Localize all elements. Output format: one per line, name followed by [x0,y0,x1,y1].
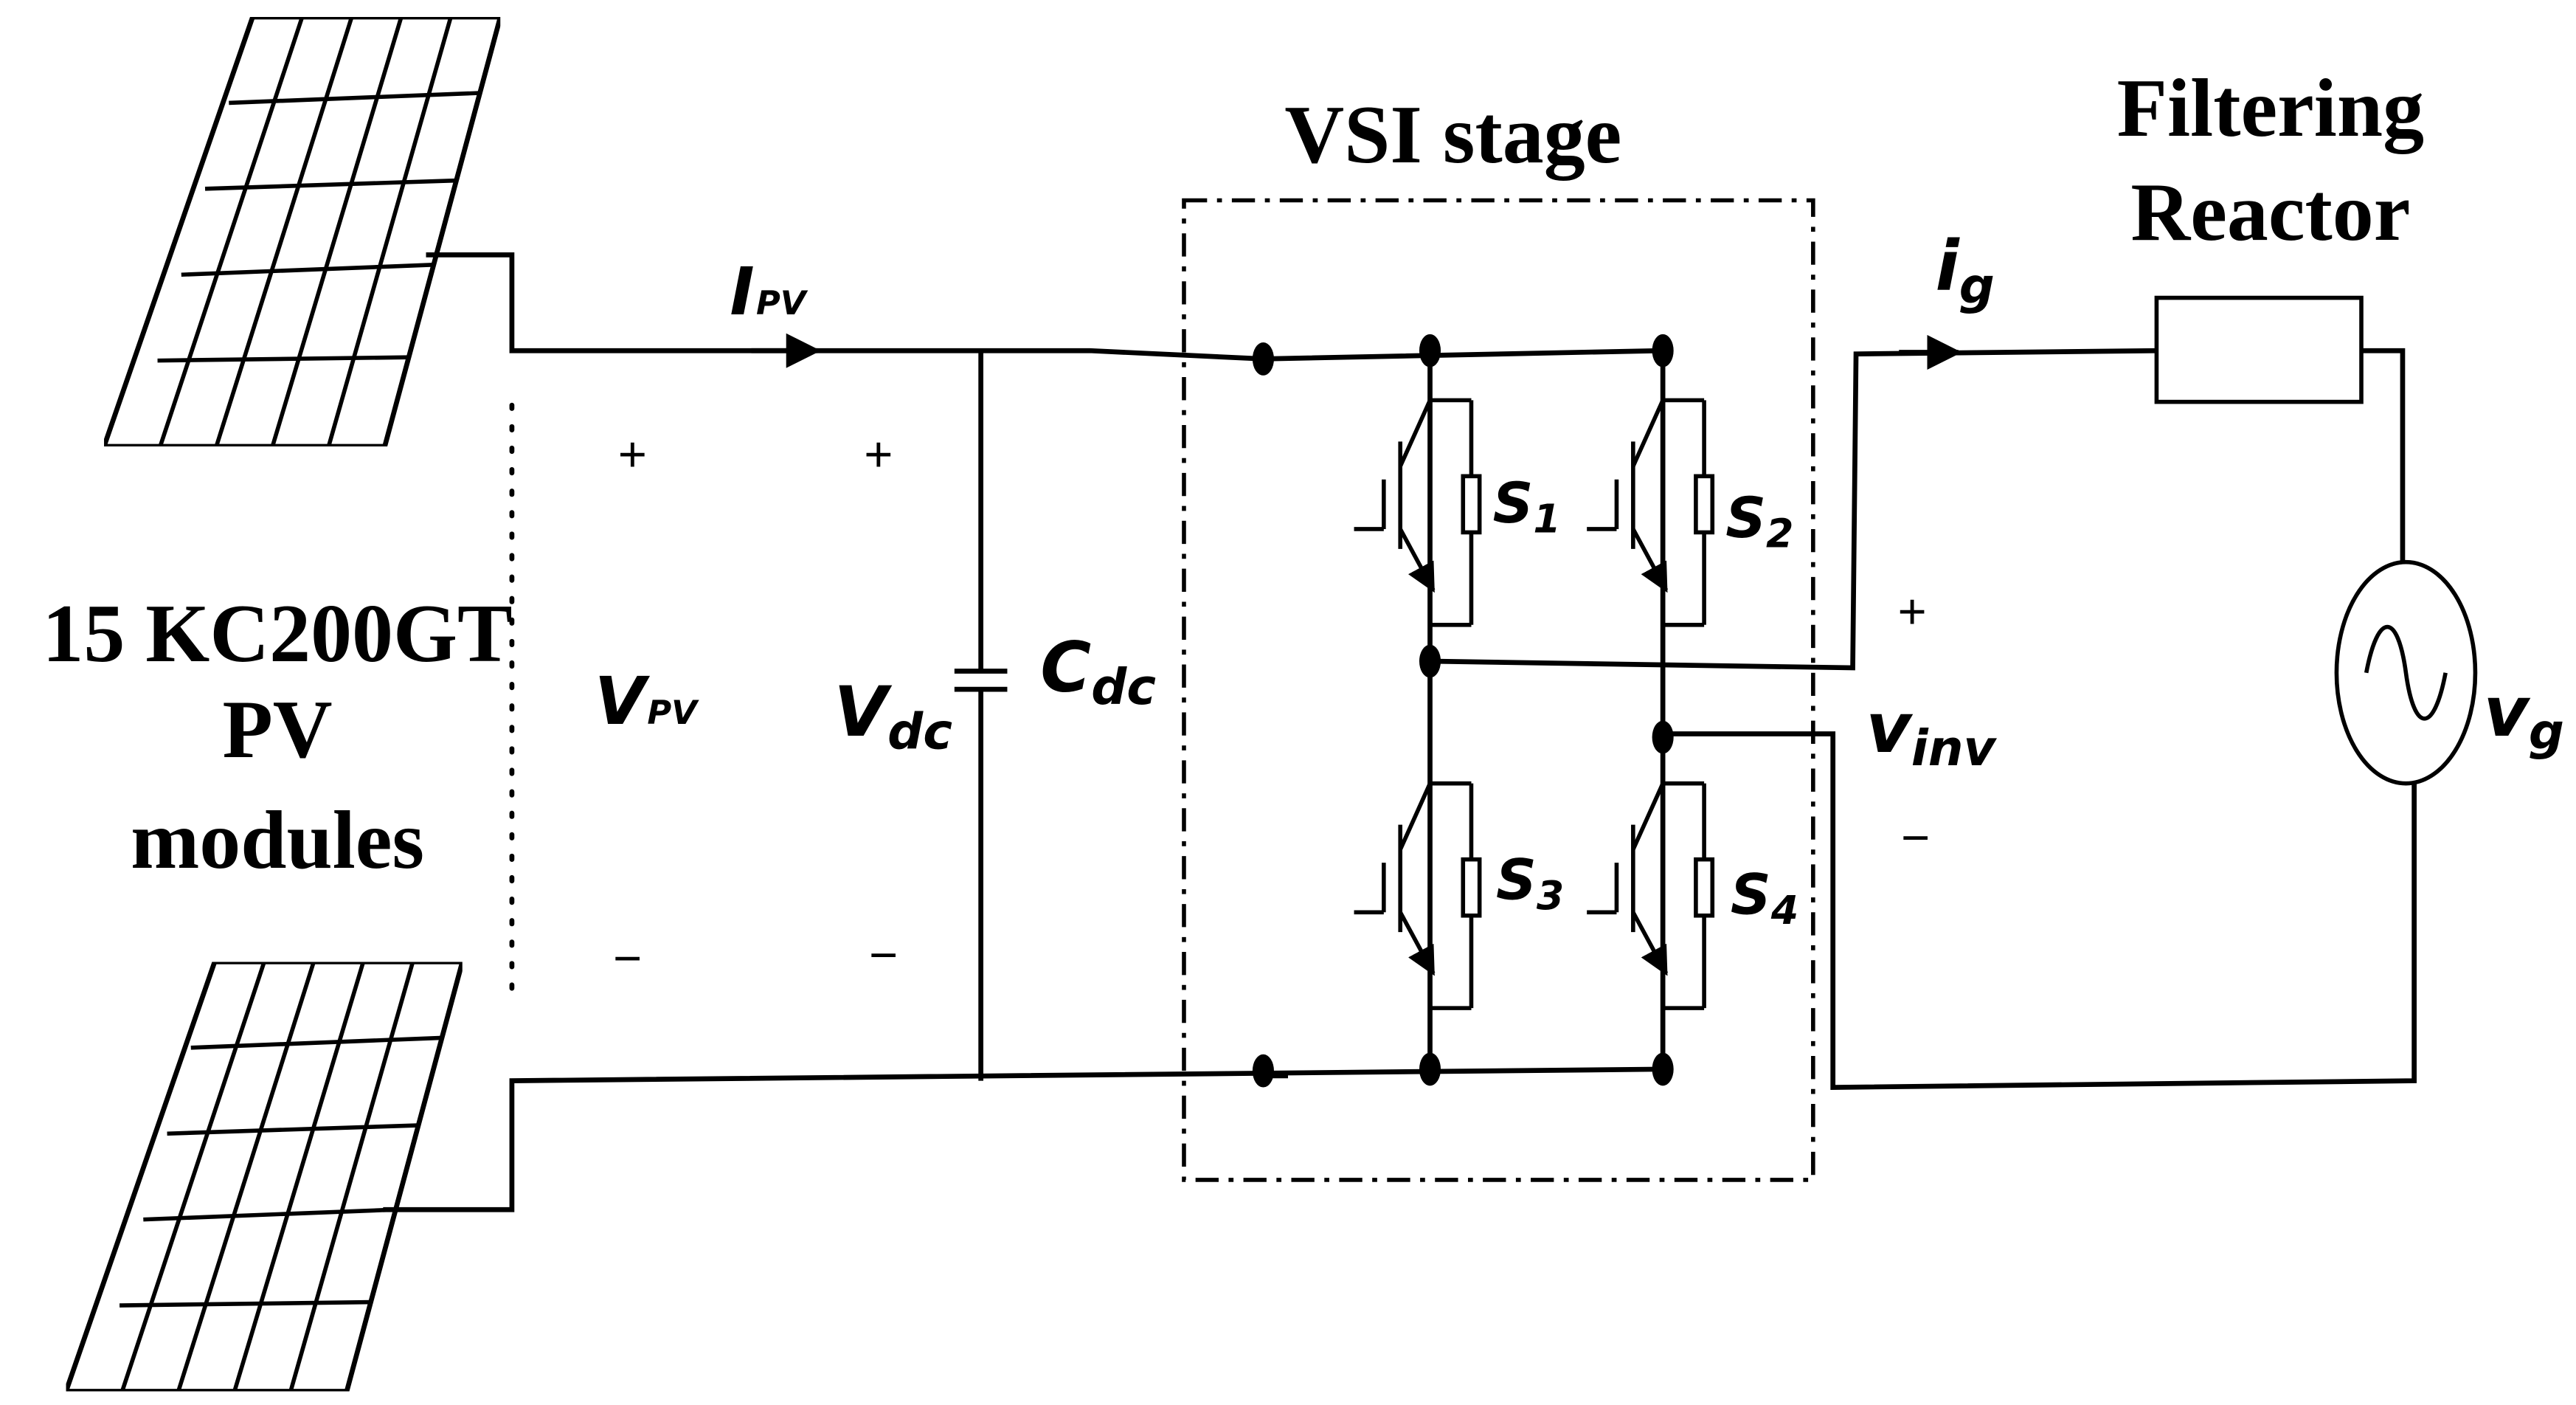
s4-sub: 4 [1770,887,1798,933]
filter-label-line-1: Filtering [2117,63,2424,154]
vinv-plus-sign: + [1898,584,1927,639]
vinv-label: vinv [1866,688,1997,777]
s3-label: S3 [1496,846,1564,918]
ac-output-wire-a [1430,348,2156,671]
vg-main: v [2484,672,2531,753]
vpv-plus-sign: + [618,427,647,483]
vdc-main: V [834,672,892,753]
vpv-main: V [595,663,651,740]
vdc-label: Vdc [834,672,952,761]
ig-label: ig [1935,226,1994,314]
dc-positive-wire [426,252,1660,362]
filtering-reactor-icon [2154,295,2364,404]
pv-panel-bottom-icon [66,962,463,1391]
ipv-sub: PV [756,283,809,322]
ig-main: i [1935,226,1960,306]
vg-sub: g [2529,703,2564,761]
igbt-s1-icon [1354,398,1482,627]
igbt-s4-icon [1587,781,1715,1010]
ipv-main: I [730,254,754,331]
reactor-to-source-wire [2361,348,2406,562]
s2-main: S [1725,485,1766,550]
dc-negative-wire [383,1066,1660,1212]
filter-label-line-2: Reactor [2130,167,2410,258]
s2-label: S2 [1725,485,1793,556]
s4-label: S4 [1731,862,1798,933]
ig-sub: g [1959,257,1995,314]
vdc-plus-sign: + [864,427,893,483]
cdc-label: Cdc [1040,627,1156,716]
dc-link-capacitor-icon [954,351,1008,1081]
junction-dots [1252,334,1674,1088]
vpv-minus-sign: − [613,931,642,986]
vinv-sub: inv [1911,719,1998,777]
ac-output-wire-b [1663,731,2417,1090]
igbt-s2-icon [1587,398,1715,627]
grid-voltage-source-icon [2334,559,2478,786]
vdc-sub: dc [887,703,952,761]
s1-main: S [1493,470,1534,536]
vpv-sub: PV [647,693,699,732]
s3-sub: 3 [1537,872,1564,919]
cdc-main: C [1040,627,1091,708]
vsi-stage-title: VSI stage [1284,89,1621,181]
s4-main: S [1731,862,1771,928]
pv-panel-top-icon [104,17,500,446]
vdc-minus-sign: − [869,928,898,983]
vsi-stage-box [1182,198,1815,1182]
igbt-s3-icon [1354,781,1482,1010]
s1-sub: 1 [1533,495,1560,542]
pv-label-line-1: 15 KC200GT [42,588,512,680]
vinv-minus-sign: − [1901,810,1930,866]
s1-label: S1 [1493,470,1561,542]
pv-label-line-3: modules [131,795,424,886]
s2-sub: 2 [1766,511,1793,557]
pv-label-line-2: PV [222,684,332,776]
vinv-main: v [1866,688,1913,769]
cdc-sub: dc [1091,658,1156,716]
s3-main: S [1496,846,1537,912]
vg-label: vg [2484,672,2564,761]
